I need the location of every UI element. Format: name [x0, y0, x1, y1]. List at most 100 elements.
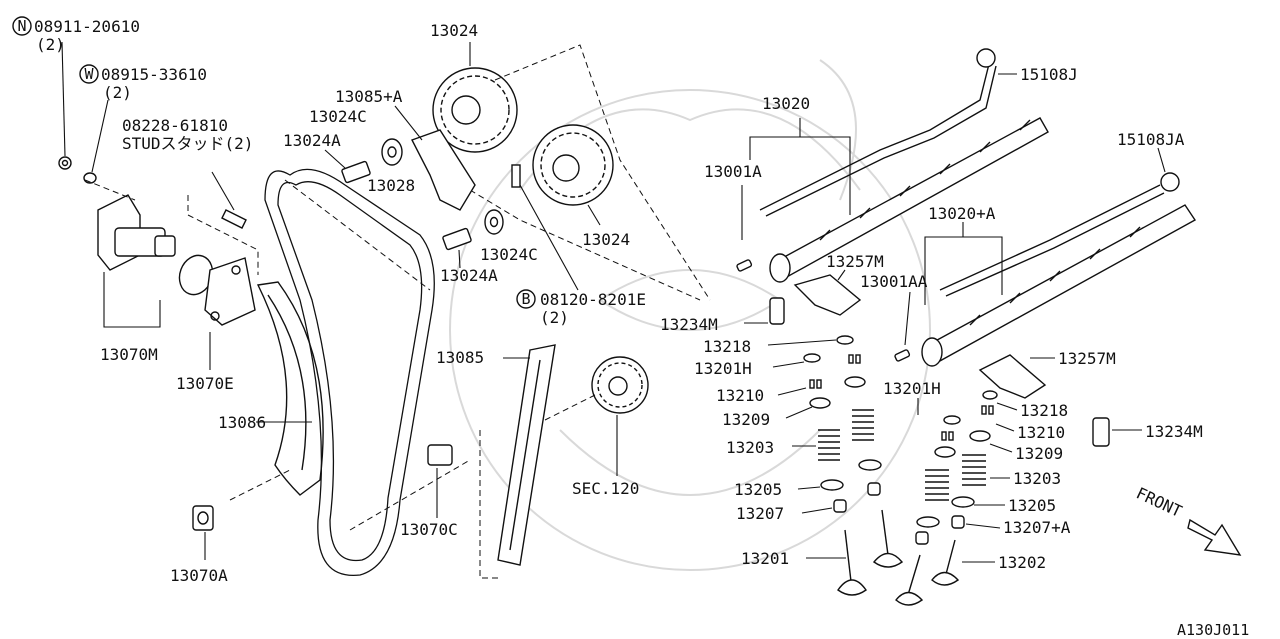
dowel-13001a	[736, 185, 753, 272]
valve-seal-13207a	[915, 515, 1001, 545]
cam-sprocket-13024-lower	[532, 124, 614, 226]
label-15108j: 15108J	[1020, 65, 1078, 84]
label-13201: 13201	[741, 549, 789, 568]
label-13024-mid: 13024	[582, 230, 630, 249]
label-13205-right: 13205	[1008, 496, 1056, 515]
lash-adjuster-13234m-right	[1092, 417, 1142, 447]
collet-13210-left	[777, 354, 861, 396]
label-13257m-upper: 13257M	[826, 252, 884, 271]
retainer-13218-right	[982, 390, 1018, 411]
lash-adjuster-13234m-left	[744, 297, 785, 325]
label-13024-top: 13024	[430, 21, 478, 40]
washer-13024c-upper	[381, 138, 403, 166]
oil-tube-15108j	[759, 48, 1017, 217]
valve-spring-13203-left	[792, 409, 874, 461]
valve-seal-13207-left	[801, 482, 881, 514]
gasket-13070e	[204, 257, 256, 326]
rocker-13257m-upper	[793, 269, 862, 316]
label-08911-20610: 08911-20610	[34, 17, 140, 36]
label-13001aa: 13001AA	[860, 272, 928, 291]
washer-13024c-lower	[484, 209, 504, 235]
label-13234m-right: 13234M	[1145, 422, 1203, 441]
label-13070m: 13070M	[100, 345, 158, 364]
washer-08915	[83, 99, 109, 184]
spring-seat-13205-right	[916, 496, 1005, 528]
dashed-alignment-box	[469, 44, 711, 301]
label-13024a-lower: 13024A	[440, 266, 498, 285]
label-13201h-left: 13201H	[694, 359, 752, 378]
label-08228-61810: 08228-61810	[122, 116, 228, 135]
label-08120-8201e: 08120-8201E	[540, 290, 646, 309]
label-15108ja: 15108JA	[1117, 130, 1185, 149]
tension-guide-13085	[479, 344, 556, 579]
label-13210-left: 13210	[716, 386, 764, 405]
label-13209-right: 13209	[1015, 444, 1063, 463]
watermark-emblem	[449, 59, 931, 571]
n-marker-icon: N	[12, 16, 32, 36]
label-13086: 13086	[218, 413, 266, 432]
retainer-13218-left	[767, 335, 854, 346]
label-13207: 13207	[736, 504, 784, 523]
front-arrow-icon	[1187, 518, 1242, 556]
label-stud: STUDスタッド(2)	[122, 134, 253, 153]
label-13085a: 13085+A	[335, 87, 403, 106]
label-13020: 13020	[762, 94, 810, 113]
label-13024c-lower: 13024C	[480, 245, 538, 264]
bolt-13024a-upper	[324, 149, 371, 184]
label-sec120: SEC.120	[572, 479, 639, 498]
label-13218-left: 13218	[703, 337, 751, 356]
label-13257m-lower: 13257M	[1058, 349, 1116, 368]
bolt-13024a-lower	[442, 227, 472, 269]
label-diagram-code: A130J011	[1177, 621, 1249, 639]
spring-retainer-13209-right	[934, 430, 1013, 458]
valve-spring-13203-right	[925, 454, 1010, 501]
label-13201h-right: 13201H	[883, 379, 941, 398]
label-13205-left: 13205	[734, 480, 782, 499]
exhaust-valve-13202	[895, 539, 995, 606]
shim-13201h-right	[917, 398, 961, 425]
w-marker-letter: W	[84, 65, 94, 83]
camshaft-13020a	[921, 204, 1197, 367]
bolt-13070c	[349, 444, 471, 531]
intake-valve-13201	[806, 509, 904, 596]
collet-13210-right	[941, 405, 1015, 441]
washer-08911	[58, 41, 72, 170]
bolt-08120	[511, 164, 579, 291]
b-marker-icon: B	[516, 289, 536, 309]
label-13070c: 13070C	[400, 520, 458, 539]
label-08915-qty: (2)	[103, 83, 132, 102]
label-08915-33610: 08915-33610	[101, 65, 207, 84]
tensioner-arm-13085a	[394, 105, 476, 211]
bracket-13070m	[103, 272, 161, 328]
spring-seat-13205-left	[797, 459, 882, 491]
label-13020a: 13020+A	[928, 204, 996, 223]
bolt-13070a	[192, 505, 214, 560]
n-marker-letter: N	[17, 17, 26, 35]
dowel-13001aa	[894, 291, 911, 362]
label-13234m-left: 13234M	[660, 315, 718, 334]
label-13207a: 13207+A	[1003, 518, 1071, 537]
label-13085: 13085	[436, 348, 484, 367]
oil-tube-15108ja	[939, 147, 1180, 297]
slack-guide-13086	[229, 281, 324, 501]
cam-sprocket-13024-upper	[432, 42, 518, 153]
label-08120-qty: (2)	[540, 308, 569, 327]
label-13203-right: 13203	[1013, 469, 1061, 488]
shim-13201h-left	[772, 353, 821, 368]
label-08911-qty: (2)	[36, 35, 65, 54]
label-13070a: 13070A	[170, 566, 228, 585]
label-13203-left: 13203	[726, 438, 774, 457]
label-13210-right: 13210	[1017, 423, 1065, 442]
crank-sprocket-sec120	[544, 356, 649, 476]
label-13028: 13028	[367, 176, 415, 195]
spring-retainer-13209-left	[785, 376, 866, 419]
label-13209-left: 13209	[722, 410, 770, 429]
label-13202: 13202	[998, 553, 1046, 572]
label-13070e: 13070E	[176, 374, 234, 393]
label-13001a: 13001A	[704, 162, 762, 181]
label-13024a-upper: 13024A	[283, 131, 341, 150]
stud-08228	[187, 171, 259, 275]
b-marker-letter: B	[521, 290, 530, 308]
rocker-13257m-lower	[978, 354, 1055, 399]
